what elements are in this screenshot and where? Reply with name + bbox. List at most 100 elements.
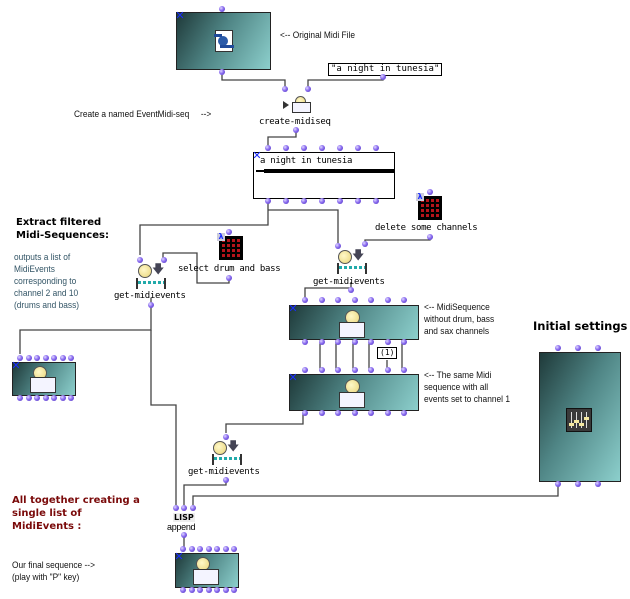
output-port[interactable]	[219, 69, 225, 75]
output-port[interactable]	[226, 275, 232, 281]
close-icon[interactable]: ✕	[174, 550, 184, 563]
input-port[interactable]	[373, 145, 379, 151]
output-port[interactable]	[222, 587, 229, 593]
input-port[interactable]	[59, 355, 66, 361]
input-port[interactable]	[190, 505, 196, 511]
input-port[interactable]	[214, 546, 220, 552]
input-port[interactable]	[318, 367, 325, 373]
input-port[interactable]	[301, 145, 307, 151]
midi-file-box[interactable]: ✕	[175, 9, 271, 70]
input-port[interactable]	[335, 243, 341, 249]
input-port[interactable]	[305, 86, 311, 92]
output-port[interactable]	[318, 339, 325, 345]
output-port[interactable]	[380, 74, 386, 80]
output-port[interactable]	[368, 410, 374, 416]
input-port[interactable]	[427, 189, 433, 195]
output-port[interactable]	[283, 198, 289, 204]
input-port[interactable]	[25, 355, 32, 361]
input-port[interactable]	[226, 229, 232, 235]
output-port[interactable]	[351, 410, 358, 416]
output-port[interactable]	[293, 127, 299, 133]
input-port[interactable]	[282, 86, 288, 92]
output-port[interactable]	[17, 395, 23, 401]
input-port[interactable]	[302, 367, 308, 373]
output-port[interactable]	[34, 395, 40, 401]
input-port[interactable]	[368, 297, 374, 303]
input-port[interactable]	[219, 6, 225, 12]
midisequence-box-filtered[interactable]: ✕	[288, 302, 419, 340]
input-port[interactable]	[181, 505, 187, 511]
output-port[interactable]	[335, 339, 341, 345]
midi-events-icon[interactable]	[136, 278, 166, 289]
lambda-patch-icon[interactable]: λ	[416, 193, 442, 220]
output-port[interactable]	[355, 198, 361, 204]
output-port[interactable]	[575, 481, 581, 487]
input-port[interactable]	[575, 345, 581, 351]
input-port[interactable]	[223, 434, 229, 440]
input-port[interactable]	[283, 145, 289, 151]
input-port[interactable]	[384, 297, 391, 303]
close-icon[interactable]: ✕	[288, 302, 298, 315]
input-port[interactable]	[318, 297, 325, 303]
output-port[interactable]	[188, 587, 195, 593]
input-port[interactable]	[401, 367, 407, 373]
input-port[interactable]	[595, 345, 601, 351]
input-port[interactable]	[180, 546, 186, 552]
output-port[interactable]	[384, 410, 391, 416]
output-port[interactable]	[555, 481, 561, 487]
initial-settings-box[interactable]	[539, 352, 621, 482]
output-port[interactable]	[335, 410, 341, 416]
input-port[interactable]	[197, 546, 203, 552]
input-port[interactable]	[355, 145, 361, 151]
input-port[interactable]	[17, 355, 23, 361]
close-icon[interactable]: ✕	[11, 359, 21, 372]
output-port[interactable]	[180, 587, 186, 593]
input-port[interactable]	[351, 297, 358, 303]
close-icon[interactable]: ✕	[252, 149, 262, 162]
close-icon[interactable]: ✕	[175, 9, 185, 22]
output-port[interactable]	[25, 395, 32, 401]
output-port[interactable]	[231, 587, 237, 593]
midiseq-editor-box[interactable]: ✕ a night in tunesia	[252, 149, 395, 199]
output-port[interactable]	[401, 339, 407, 345]
output-port[interactable]	[301, 198, 307, 204]
output-port[interactable]	[318, 410, 325, 416]
output-port[interactable]	[427, 234, 433, 240]
output-port[interactable]	[401, 410, 407, 416]
output-port[interactable]	[265, 198, 271, 204]
input-port[interactable]	[335, 367, 341, 373]
input-port[interactable]	[337, 145, 343, 151]
output-port[interactable]	[197, 587, 203, 593]
output-port[interactable]	[302, 410, 308, 416]
output-port[interactable]	[223, 477, 229, 483]
create-midiseq-icon[interactable]	[283, 96, 313, 114]
input-port[interactable]	[42, 355, 49, 361]
output-port[interactable]	[368, 339, 374, 345]
output-port[interactable]	[595, 481, 601, 487]
output-port[interactable]	[51, 395, 57, 401]
output-port[interactable]	[373, 198, 379, 204]
output-port[interactable]	[59, 395, 66, 401]
input-port[interactable]	[265, 145, 271, 151]
channel-constant[interactable]: (1)	[377, 347, 398, 359]
lisp-function-icon[interactable]: LISP	[173, 513, 195, 522]
input-port[interactable]	[34, 355, 40, 361]
input-port[interactable]	[137, 257, 143, 263]
output-port[interactable]	[337, 198, 343, 204]
output-port[interactable]	[68, 395, 74, 401]
input-port[interactable]	[231, 546, 237, 552]
input-port[interactable]	[362, 241, 368, 247]
input-port[interactable]	[51, 355, 57, 361]
output-port[interactable]	[181, 532, 187, 538]
input-port[interactable]	[188, 546, 195, 552]
input-port[interactable]	[161, 257, 167, 263]
output-port[interactable]	[384, 339, 391, 345]
final-sequence-box[interactable]: ✕	[174, 550, 239, 588]
close-icon[interactable]: ✕	[288, 371, 298, 384]
input-port[interactable]	[319, 145, 325, 151]
input-port[interactable]	[205, 546, 212, 552]
input-port[interactable]	[351, 367, 358, 373]
output-port[interactable]	[214, 587, 220, 593]
input-port[interactable]	[401, 297, 407, 303]
output-port[interactable]	[319, 198, 325, 204]
